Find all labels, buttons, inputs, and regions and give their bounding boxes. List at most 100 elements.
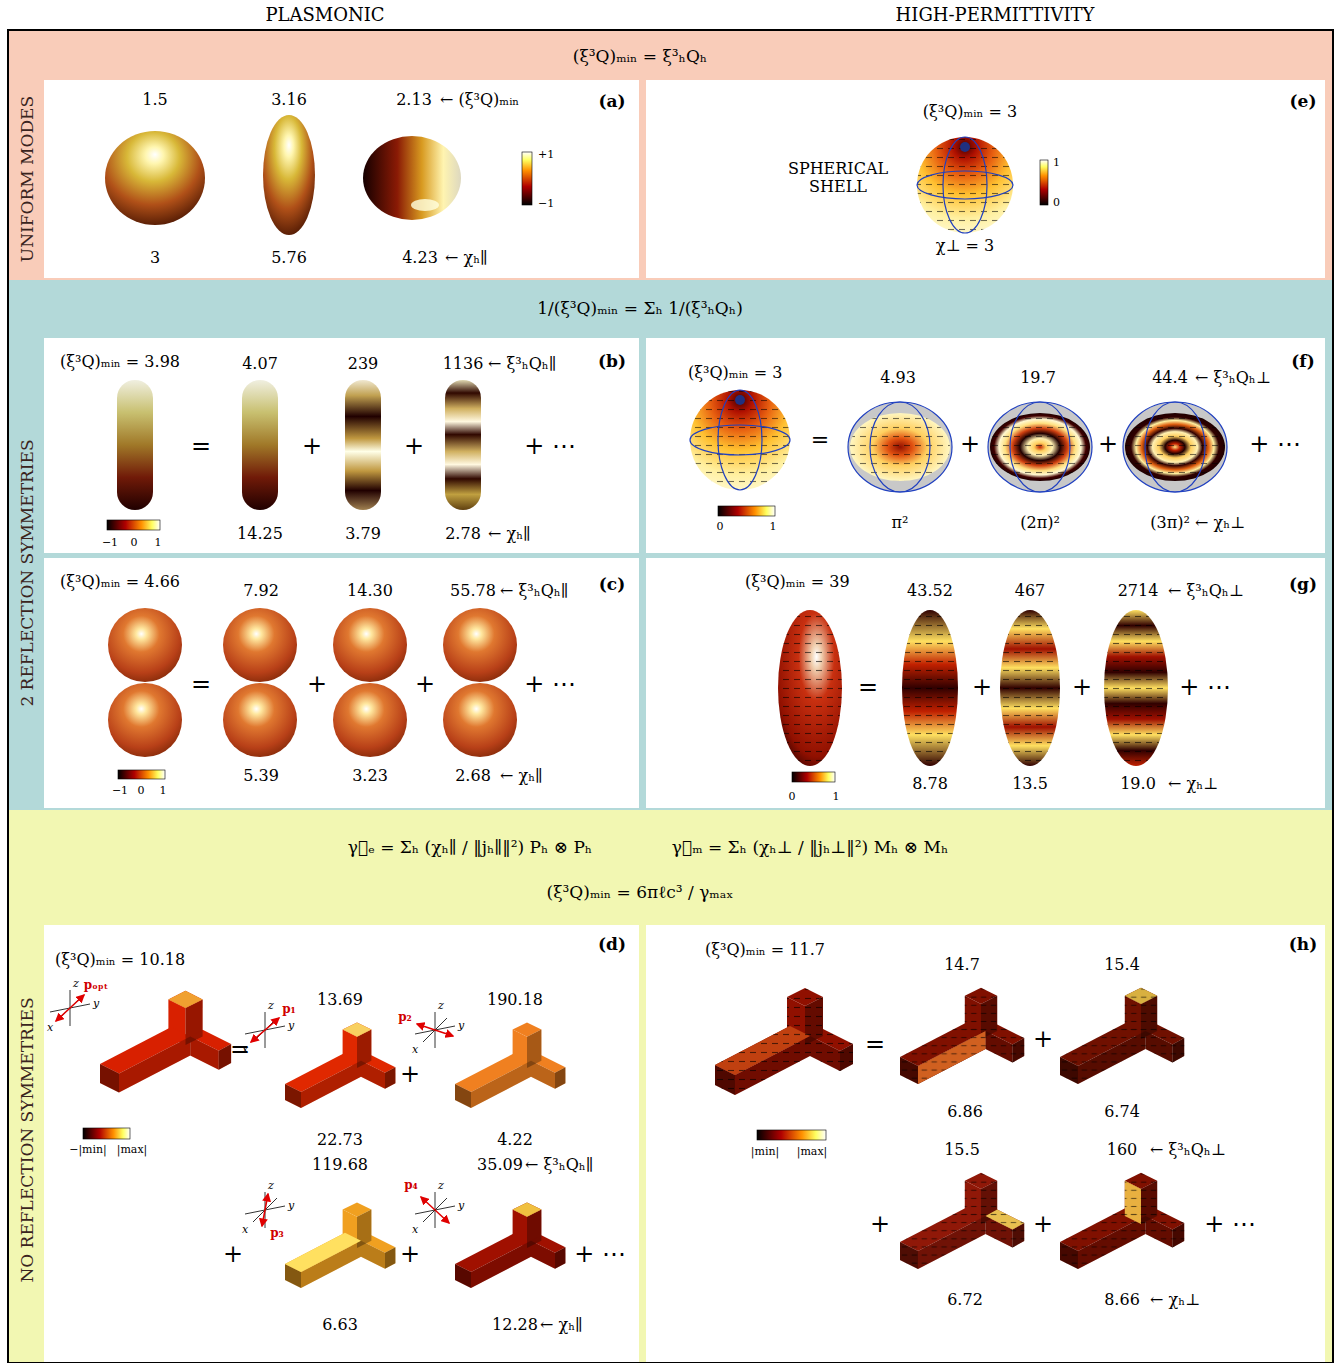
math-label: |max|: [797, 1146, 828, 1159]
math-label: 2714: [1118, 582, 1159, 600]
ellipsoid: [363, 136, 461, 220]
math-label: +: [400, 1241, 420, 1269]
math-label: 19.7: [1020, 369, 1056, 387]
math-label: 15.4: [1104, 956, 1140, 974]
math-label: 7.92: [243, 582, 279, 600]
math-label: y: [93, 998, 99, 1011]
panel-ground: [44, 338, 639, 553]
colorbar: [118, 770, 165, 779]
math-label: (f): [1291, 352, 1314, 372]
figure-panel: (g)(ξ³Q)ₘᵢₙ = 3943.524672714← ξ³ₕQₕ⊥=+++…: [646, 558, 1325, 808]
ellipsoid: [1104, 610, 1168, 766]
current-arrows: [1104, 610, 1168, 766]
math-label: ← χₕ⊥: [1150, 1291, 1200, 1309]
math-label: z: [438, 1000, 444, 1013]
nanorod: [117, 380, 153, 510]
t-structure: [900, 1173, 1024, 1269]
math-label: x: [412, 1224, 418, 1237]
math-label: −1: [538, 198, 554, 211]
math-label: 15.5: [944, 1141, 980, 1159]
math-label: +: [223, 1241, 243, 1269]
math-label: pₒₚₜ: [84, 979, 108, 993]
math-label: (c): [599, 575, 625, 595]
math-label: ← ξ³ₕQₕ∥: [525, 1156, 593, 1174]
panel-ground: [646, 80, 1325, 278]
math-label: 6.63: [322, 1316, 358, 1334]
formula-band: (ξ³Q)ₘᵢₙ = ξ³ₕQₕ: [14, 34, 1325, 78]
math-label: +: [960, 431, 980, 459]
math-label: (g): [1289, 575, 1317, 595]
current-arrows: [1125, 413, 1225, 481]
meridian: [1123, 402, 1227, 492]
math-label: 6.72: [947, 1291, 983, 1309]
math-label: +: [1033, 1211, 1053, 1239]
math-label: 239: [348, 355, 379, 373]
math-label: 3.79: [345, 525, 381, 543]
sphere: [333, 608, 407, 682]
math-label: =: [191, 433, 211, 461]
math-label: 1: [1053, 157, 1060, 170]
math-label: 6.86: [947, 1103, 983, 1121]
spherical-shell: [690, 390, 790, 490]
math-label: (d): [598, 935, 626, 955]
math-label: ← χₕ∥: [540, 1316, 583, 1334]
math-label: (2π)²: [1020, 514, 1060, 532]
current-arrows: [990, 413, 1090, 481]
math-label: (e): [1290, 92, 1317, 112]
meridian: [917, 171, 1013, 199]
math-label: 13.69: [317, 991, 363, 1009]
panel-g-art: [778, 610, 1168, 782]
row-band: NO REFLECTION SYMMETRIESγ⃡ₑ = Σₕ (χₕ∥ / …: [8, 810, 1335, 1363]
t-structure: [455, 1022, 565, 1108]
math-label: p₁: [282, 1003, 296, 1017]
math-label: ← χₕ∥: [445, 249, 488, 267]
mode-disc: [990, 413, 1090, 481]
panel-f-art: [690, 390, 1227, 516]
figure-panel: (h)(ξ³Q)ₘᵢₙ = 11.714.715.4=+6.866.7415.5…: [646, 925, 1325, 1362]
row-label: NO REFLECTION SYMMETRIES: [18, 997, 38, 1282]
math-label: y: [458, 1200, 464, 1213]
figure-panel: (a)1.53.162.13← (ξ³Q)ₘᵢₙ35.764.23← χₕ∥+1…: [44, 80, 639, 278]
colorbar: [792, 772, 835, 782]
t-structure: [100, 991, 231, 1093]
math-label: 3.23: [352, 767, 388, 785]
math-label: 1136: [443, 355, 484, 373]
axes-icons: [50, 990, 455, 1228]
math-label: (ξ³Q)ₘᵢₙ = 10.18: [55, 951, 185, 969]
meridian: [848, 402, 952, 492]
sphere: [108, 608, 182, 682]
sphere: [223, 683, 297, 757]
math-label: +: [400, 1061, 420, 1089]
math-label: ← χₕ⊥: [1168, 775, 1218, 793]
figure-panel: (e)(ξ³Q)ₘᵢₙ = 3SPHERICAL SHELL10χ⊥ = 3: [646, 80, 1325, 278]
panel-ground: [646, 558, 1325, 808]
spheroid: [105, 131, 205, 225]
math-label: p₂: [398, 1011, 412, 1025]
math-label: y: [288, 1020, 294, 1033]
math-label: −1: [102, 537, 118, 550]
math-label: + ⋯: [524, 671, 576, 699]
sphere: [333, 683, 407, 757]
math-label: 8.66: [1104, 1291, 1140, 1309]
symmetry-ground: [9, 280, 1332, 810]
math-label: ← ξ³ₕQₕ⊥: [1195, 369, 1271, 387]
panel-h-art: [715, 988, 1184, 1269]
math-label: 12.28: [492, 1316, 538, 1334]
math-label: 160: [1107, 1141, 1138, 1159]
math-label: +: [870, 1211, 890, 1239]
math-label: z: [268, 1000, 274, 1013]
math-label: =: [865, 1031, 885, 1059]
math-label: 2.68: [455, 767, 491, 785]
math-label: 4.93: [880, 369, 916, 387]
math-label: z: [73, 978, 79, 991]
mode-disc: [850, 413, 950, 481]
colorbar: [107, 520, 160, 530]
panel-ground: [44, 558, 639, 808]
math-label: (b): [598, 352, 626, 372]
math-label: 0: [717, 521, 724, 534]
math-label: =: [858, 674, 878, 702]
math-label: 5.39: [243, 767, 279, 785]
shell-ghost: [988, 402, 1092, 492]
meridian: [988, 402, 1092, 492]
